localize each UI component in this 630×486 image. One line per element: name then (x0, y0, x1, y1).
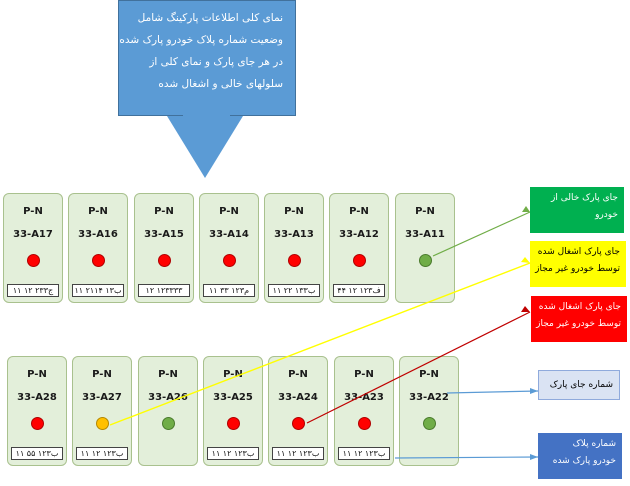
parking-slot[interactable]: P-N 33-A17 ۱۱ ج۲۳۳ ۱۲ (3, 193, 63, 303)
callout-arrow-stem (183, 112, 230, 118)
plate-number: ۱۱ م۱۲۳ ۳۳ (203, 284, 255, 297)
slot-code: 33-A16 (78, 229, 118, 240)
slot-code: 33-A27 (82, 392, 122, 403)
parking-slot[interactable]: P-N 33-A12 ۴۴ ف۱۲۳ ۱۲ (329, 193, 389, 303)
parking-slot[interactable]: P-N 33-A23 ۱۱ ب۱۲۳ ۱۲ (334, 356, 394, 466)
parking-slot[interactable]: P-N 33-A16 ۱۱ ۲۱ب۱۳ ۱۴ (68, 193, 128, 303)
slot-code: 33-A14 (209, 229, 249, 240)
slot-label: P-N (219, 206, 239, 217)
connector-plate (394, 456, 539, 459)
slot-code: 33-A13 (274, 229, 314, 240)
status-dot (162, 417, 175, 430)
plate-number: ۱۱ ج۲۳۳ ۱۲ (7, 284, 59, 297)
slot-label: P-N (415, 206, 435, 217)
slot-code: 33-A24 (278, 392, 318, 403)
status-dot (27, 254, 40, 267)
status-dot (96, 417, 109, 430)
slot-label: P-N (154, 206, 174, 217)
legend-yellow: جای پارک اشغال شده توسط خودرو غیر مجاز (530, 241, 626, 287)
plate-number: ۱۱ ب۱۲۳ ۱۲ (76, 447, 128, 460)
info-callout: نمای کلی اطلاعات پارکینگ شامل وضعیت شمار… (118, 0, 296, 116)
status-dot (358, 417, 371, 430)
arrowhead-yellow (521, 257, 530, 263)
plate-number: ۱۱ ۲۱ب۱۳ ۱۴ (72, 284, 124, 297)
slot-code: 33-A26 (148, 392, 188, 403)
arrowhead-plate (530, 454, 538, 460)
slot-code: 33-A15 (144, 229, 184, 240)
slot-label: P-N (349, 206, 369, 217)
plate-number: ۱۱ ب۱۲۳ ۱۲ (272, 447, 324, 460)
arrowhead-empty (522, 206, 530, 212)
parking-slot[interactable]: P-N 33-A27 ۱۱ ب۱۲۳ ۱۲ (72, 356, 132, 466)
status-dot (223, 254, 236, 267)
status-dot (158, 254, 171, 267)
legend-line: توسط خودرو غیر مجاز (535, 264, 620, 274)
arrowhead-red (521, 306, 530, 312)
slot-label: P-N (92, 369, 112, 380)
plate-number: ۱۱ ب۱۲۳ ۱۲ (207, 447, 259, 460)
callout-line: سلولهای خالی و اشغال شده (158, 78, 283, 90)
plate-number: ۱۱ ب۱۳۳ ۲۲ (268, 284, 320, 297)
legend-empty: جای پارک خالی از خودرو (530, 187, 624, 233)
legend-line: شماره پلاک (572, 439, 616, 449)
slot-label: P-N (354, 369, 374, 380)
parking-slot[interactable]: P-N 33-A28 ۱۱ ب۱۲۳ ۵۵ (7, 356, 67, 466)
legend-plate: شماره پلاک خودرو پارک شده (538, 433, 622, 479)
legend-line: شماره جای پارک (549, 380, 613, 390)
slot-code: 33-A12 (339, 229, 379, 240)
slot-label: P-N (288, 369, 308, 380)
status-dot (31, 417, 44, 430)
status-dot (419, 254, 432, 267)
legend-line: خودرو (595, 210, 618, 220)
plate-number: ۱۱ ب۱۲۳ ۵۵ (11, 447, 63, 460)
legend-slot-number: شماره جای پارک (538, 370, 620, 400)
slot-label: P-N (284, 206, 304, 217)
slot-label: P-N (88, 206, 108, 217)
status-dot (353, 254, 366, 267)
connector-red (306, 311, 531, 424)
slot-code: 33-A23 (344, 392, 384, 403)
legend-line: جای پارک اشغال شده (538, 302, 621, 312)
legend-line: جای پارک خالی از (551, 193, 618, 203)
legend-red: جای پارک اشغال شده توسط خودرو غیر مجاز (531, 296, 627, 342)
legend-line: خودرو پارک شده (552, 456, 616, 466)
slot-code: 33-A22 (409, 392, 449, 403)
callout-arrow-head (167, 116, 243, 178)
slot-code: 33-A25 (213, 392, 253, 403)
connector-yellow (109, 262, 531, 426)
status-dot (227, 417, 240, 430)
callout-line: در هر جای پارک و نمای کلی از (149, 56, 283, 68)
status-dot (423, 417, 436, 430)
slot-code: 33-A28 (17, 392, 57, 403)
plate-number: ۱۲ ۱۲۳۳۳۳ (138, 284, 190, 297)
slot-label: P-N (419, 369, 439, 380)
slot-code: 33-A11 (405, 229, 445, 240)
slot-code: 33-A17 (13, 229, 53, 240)
arrowhead-slot-number (530, 388, 538, 394)
slot-label: P-N (27, 369, 47, 380)
parking-slot[interactable]: P-N 33-A13 ۱۱ ب۱۳۳ ۲۲ (264, 193, 324, 303)
slot-label: P-N (158, 369, 178, 380)
callout-line: وضعیت شماره پلاک خودرو پارک شده (119, 34, 283, 46)
parking-slot[interactable]: P-N 33-A22 (399, 356, 459, 466)
parking-slot[interactable]: P-N 33-A11 (395, 193, 455, 303)
parking-slot[interactable]: P-N 33-A14 ۱۱ م۱۲۳ ۳۳ (199, 193, 259, 303)
legend-line: توسط خودرو غیر مجاز (536, 319, 621, 329)
slot-label: P-N (23, 206, 43, 217)
legend-line: جای پارک اشغال شده (537, 247, 620, 257)
plate-number: ۱۱ ب۱۲۳ ۱۲ (338, 447, 390, 460)
connector-slot-number (446, 390, 539, 394)
status-dot (288, 254, 301, 267)
slot-label: P-N (223, 369, 243, 380)
parking-slot[interactable]: P-N 33-A24 ۱۱ ب۱۲۳ ۱۲ (268, 356, 328, 466)
parking-slot[interactable]: P-N 33-A25 ۱۱ ب۱۲۳ ۱۲ (203, 356, 263, 466)
plate-number: ۴۴ ف۱۲۳ ۱۲ (333, 284, 385, 297)
callout-line: نمای کلی اطلاعات پارکینگ شامل (137, 12, 283, 24)
parking-slot[interactable]: P-N 33-A15 ۱۲ ۱۲۳۳۳۳ (134, 193, 194, 303)
status-dot (92, 254, 105, 267)
connector-empty (432, 211, 531, 257)
status-dot (292, 417, 305, 430)
